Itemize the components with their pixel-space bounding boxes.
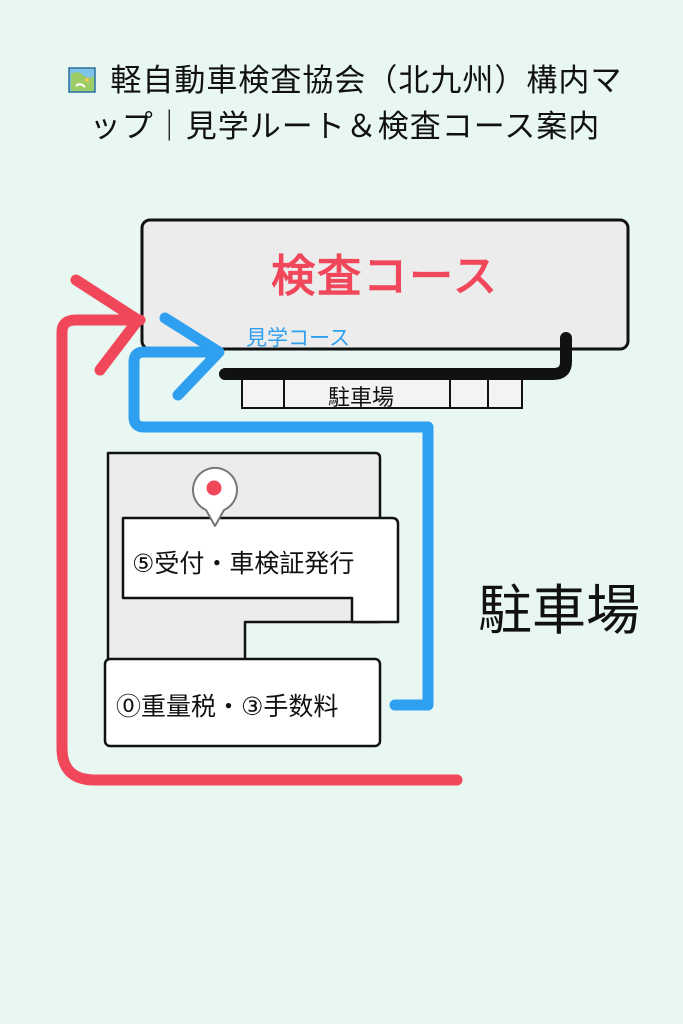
vehicle-route-red (56, 314, 463, 786)
reception-box (121, 516, 400, 624)
tour-course-label: 見学コース (246, 326, 350, 350)
fees-label: ⓪重量税・③手数料 (116, 692, 339, 721)
blue-route-arrowhead (159, 312, 225, 401)
inspection-course-building (140, 218, 630, 351)
page-title-line1: 軽自動車検査協会（北九州）構内マ (110, 63, 623, 99)
reception-label: ⑤受付・車検証発行 (132, 549, 355, 578)
red-route-arrowhead (70, 274, 144, 376)
inspection-course-route (219, 332, 572, 380)
big-parking-label: 駐車場 (478, 579, 640, 642)
page-title-line2: ップ｜見学ルート＆検査コース案内 (89, 109, 601, 145)
small-parking-label: 駐車場 (328, 386, 395, 411)
page-title: 軽自動車検査協会（北九州）構内マ ップ｜見学ルート＆検査コース案内 (40, 58, 650, 150)
location-pin-icon (192, 467, 238, 527)
tour-route-blue (128, 346, 434, 711)
inspection-course-label: 検査コース (271, 251, 499, 302)
fees-box (103, 657, 382, 748)
map-icon (67, 67, 96, 93)
